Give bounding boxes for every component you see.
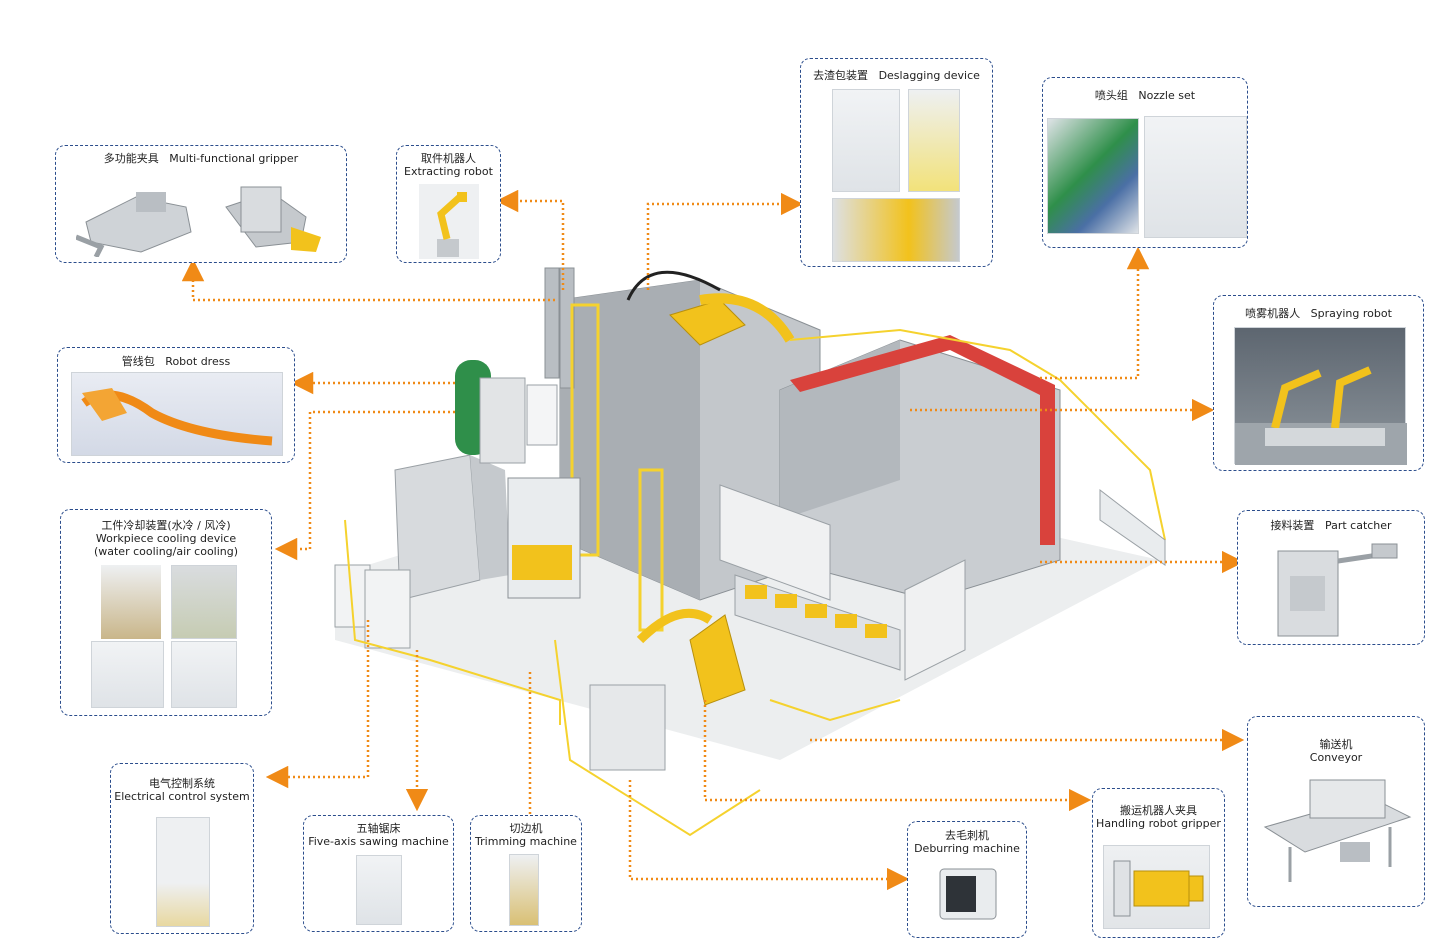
spraying-robot-shape	[1235, 366, 1407, 465]
card-five-axis-sawing: 五轴锯床 Five-axis sawing machine	[303, 815, 454, 932]
cooling-image-4	[171, 641, 237, 708]
card-trimming-machine: 切边机 Trimming machine	[470, 815, 582, 932]
card-handling-robot-gripper: 搬运机器人夹具 Handling robot gripper	[1092, 788, 1225, 938]
sawing-machine-image	[356, 855, 402, 925]
title-zh: 接料装置	[1270, 519, 1315, 532]
card-nozzle-set: 喷头组 Nozzle set	[1042, 77, 1248, 248]
title-en: Handling robot gripper	[1096, 817, 1221, 830]
title-zh: 切边机	[509, 822, 543, 835]
title-en: Five-axis sawing machine	[308, 835, 449, 848]
title-zh: 电气控制系统	[149, 777, 215, 790]
title-zh: 搬运机器人夹具	[1120, 804, 1197, 817]
card-conveyor: 输送机 Conveyor	[1247, 716, 1425, 907]
title-zh: 工件冷却装置(水冷 / 风冷)	[101, 519, 231, 532]
title-en: Robot dress	[165, 355, 231, 368]
title-en: Trimming machine	[475, 835, 577, 848]
card-deslagging-device: 去渣包装置 Deslagging device	[800, 58, 993, 267]
spraying-robot-photo	[1234, 327, 1407, 465]
robot-dress-image	[71, 372, 283, 456]
title-en: Nozzle set	[1138, 89, 1196, 102]
nozzle-image-2	[1144, 116, 1247, 238]
extracting-robot-image	[419, 184, 479, 259]
title-en: Workpiece cooling device	[95, 532, 237, 545]
deslagging-image-2	[908, 89, 960, 192]
gripper-illustration	[76, 186, 321, 257]
cooling-image-3	[91, 641, 164, 708]
robot-dress-shape	[81, 388, 273, 446]
trimming-machine-image	[509, 854, 539, 926]
handling-gripper-shape	[1113, 860, 1204, 917]
title-en: Conveyor	[1309, 751, 1363, 764]
cooling-image-1	[101, 565, 161, 639]
deslagging-image-3	[832, 198, 960, 262]
title-zh: 取件机器人	[421, 152, 476, 165]
card-spraying-robot: 喷雾机器人 Spraying robot	[1213, 295, 1424, 471]
title-zh: 五轴锯床	[356, 822, 401, 835]
card-deburring-machine: 去毛刺机 Deburring machine	[907, 821, 1027, 938]
conveyor-image	[1263, 779, 1412, 882]
title-en: Extracting robot	[404, 165, 493, 178]
title-en-sub: (water cooling/air cooling)	[93, 545, 239, 558]
card-workpiece-cooling: 工件冷却装置(水冷 / 风冷) Workpiece cooling device…	[60, 509, 272, 716]
card-part-catcher: 接料装置 Part catcher	[1237, 510, 1425, 645]
electrical-cabinet-image	[156, 817, 210, 927]
card-title: 多功能夹具 Multi-functional gripper	[56, 152, 346, 165]
title-zh: 喷头组	[1094, 89, 1128, 102]
card-multi-functional-gripper: 多功能夹具 Multi-functional gripper	[55, 145, 347, 263]
title-zh: 管线包	[121, 355, 155, 368]
title-en: Electrical control system	[114, 790, 250, 803]
title-en: Deburring machine	[914, 842, 1020, 855]
title-en: Multi-functional gripper	[169, 152, 299, 165]
title-zh: 输送机	[1319, 738, 1353, 751]
title-zh: 去毛刺机	[945, 829, 989, 842]
title-zh: 去渣包装置	[813, 69, 869, 82]
cooling-image-2	[171, 565, 237, 639]
card-robot-dress: 管线包 Robot dress	[57, 347, 295, 463]
title-zh: 喷雾机器人	[1245, 307, 1301, 320]
card-electrical-control: 电气控制系统 Electrical control system	[110, 763, 254, 934]
card-extracting-robot: 取件机器人 Extracting robot	[396, 145, 501, 263]
deslagging-image-1	[832, 89, 900, 192]
title-en: Part catcher	[1324, 519, 1392, 532]
title-zh: 多功能夹具	[103, 152, 159, 165]
title-en: Spraying robot	[1310, 307, 1392, 320]
title-en: Deslagging device	[878, 69, 980, 82]
part-catcher-image	[1277, 543, 1398, 637]
deburring-machine-image	[939, 868, 997, 920]
handling-gripper-image	[1103, 845, 1210, 929]
nozzle-image-1	[1047, 118, 1139, 234]
